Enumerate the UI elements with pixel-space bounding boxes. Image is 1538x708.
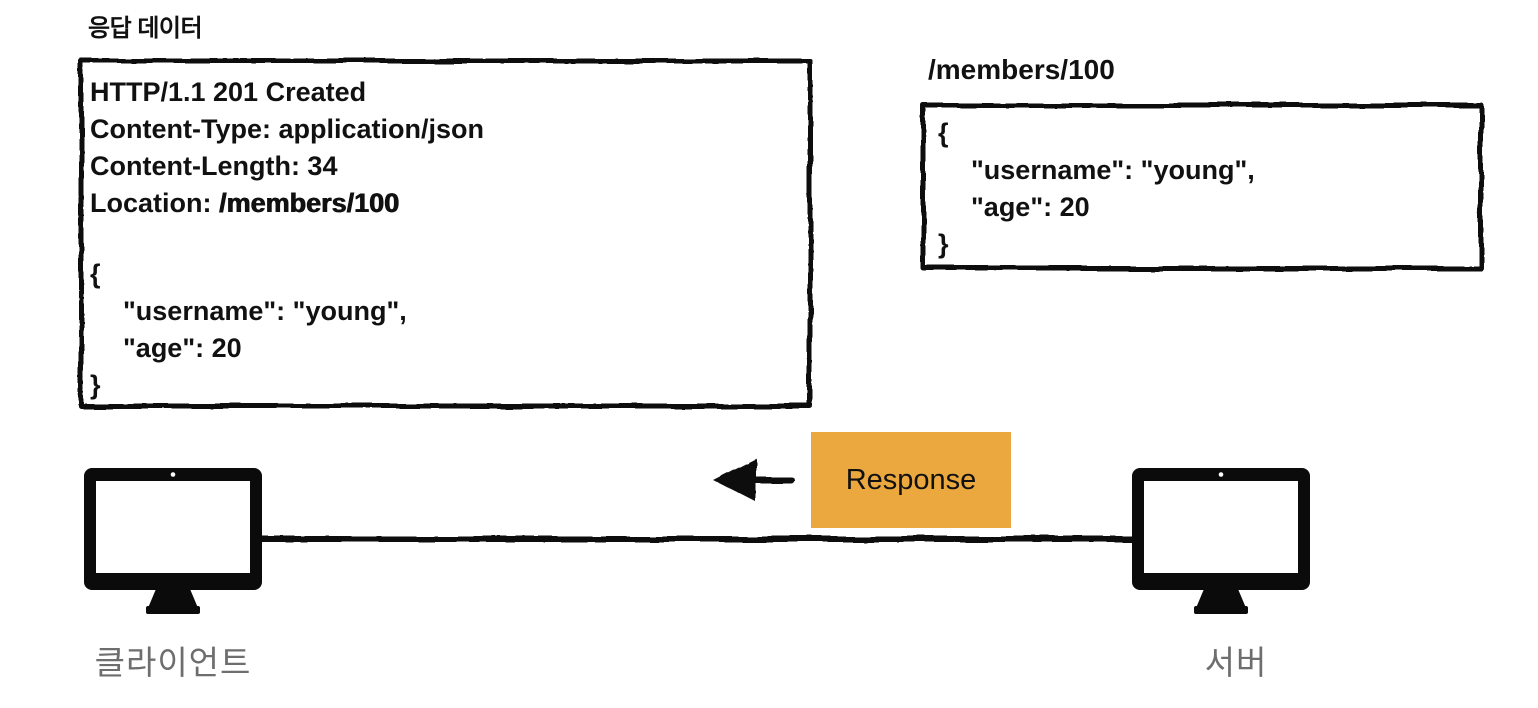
json-age-line: "age": 20 [971, 192, 1090, 222]
json-open-brace: { [90, 259, 101, 289]
blank-line [90, 222, 484, 256]
json-open-brace: { [938, 118, 949, 148]
server-computer-icon [1132, 468, 1310, 614]
client-label: 클라이언트 [94, 644, 252, 681]
response-message-label: Response [845, 463, 977, 496]
json-close-brace: } [938, 229, 949, 259]
header-location: Location: /members/100 [90, 185, 484, 222]
page-title: 응답 데이터 [88, 15, 203, 42]
resource-path-title: /members/100 [928, 54, 1115, 85]
json-username-line: "username": "young", [123, 296, 407, 326]
header-content-length: Content-Length: 34 [90, 151, 338, 181]
server-label: 서버 [1204, 644, 1268, 681]
json-age-line: "age": 20 [123, 333, 242, 363]
location-value: /members/100 [219, 188, 400, 218]
http-response-content: HTTP/1.1 201 Created Content-Type: appli… [90, 74, 484, 404]
location-key: Location: [90, 188, 219, 218]
client-computer-icon [84, 468, 262, 614]
status-line: HTTP/1.1 201 Created [90, 77, 367, 107]
json-close-brace: } [90, 370, 101, 400]
json-username-line: "username": "young", [971, 155, 1255, 185]
left-arrow-icon [713, 458, 795, 502]
header-content-type: Content-Type: application/json [90, 114, 484, 144]
resource-content: { "username": "young", "age": 20 } [938, 115, 1255, 263]
response-message: Response [811, 432, 1011, 528]
